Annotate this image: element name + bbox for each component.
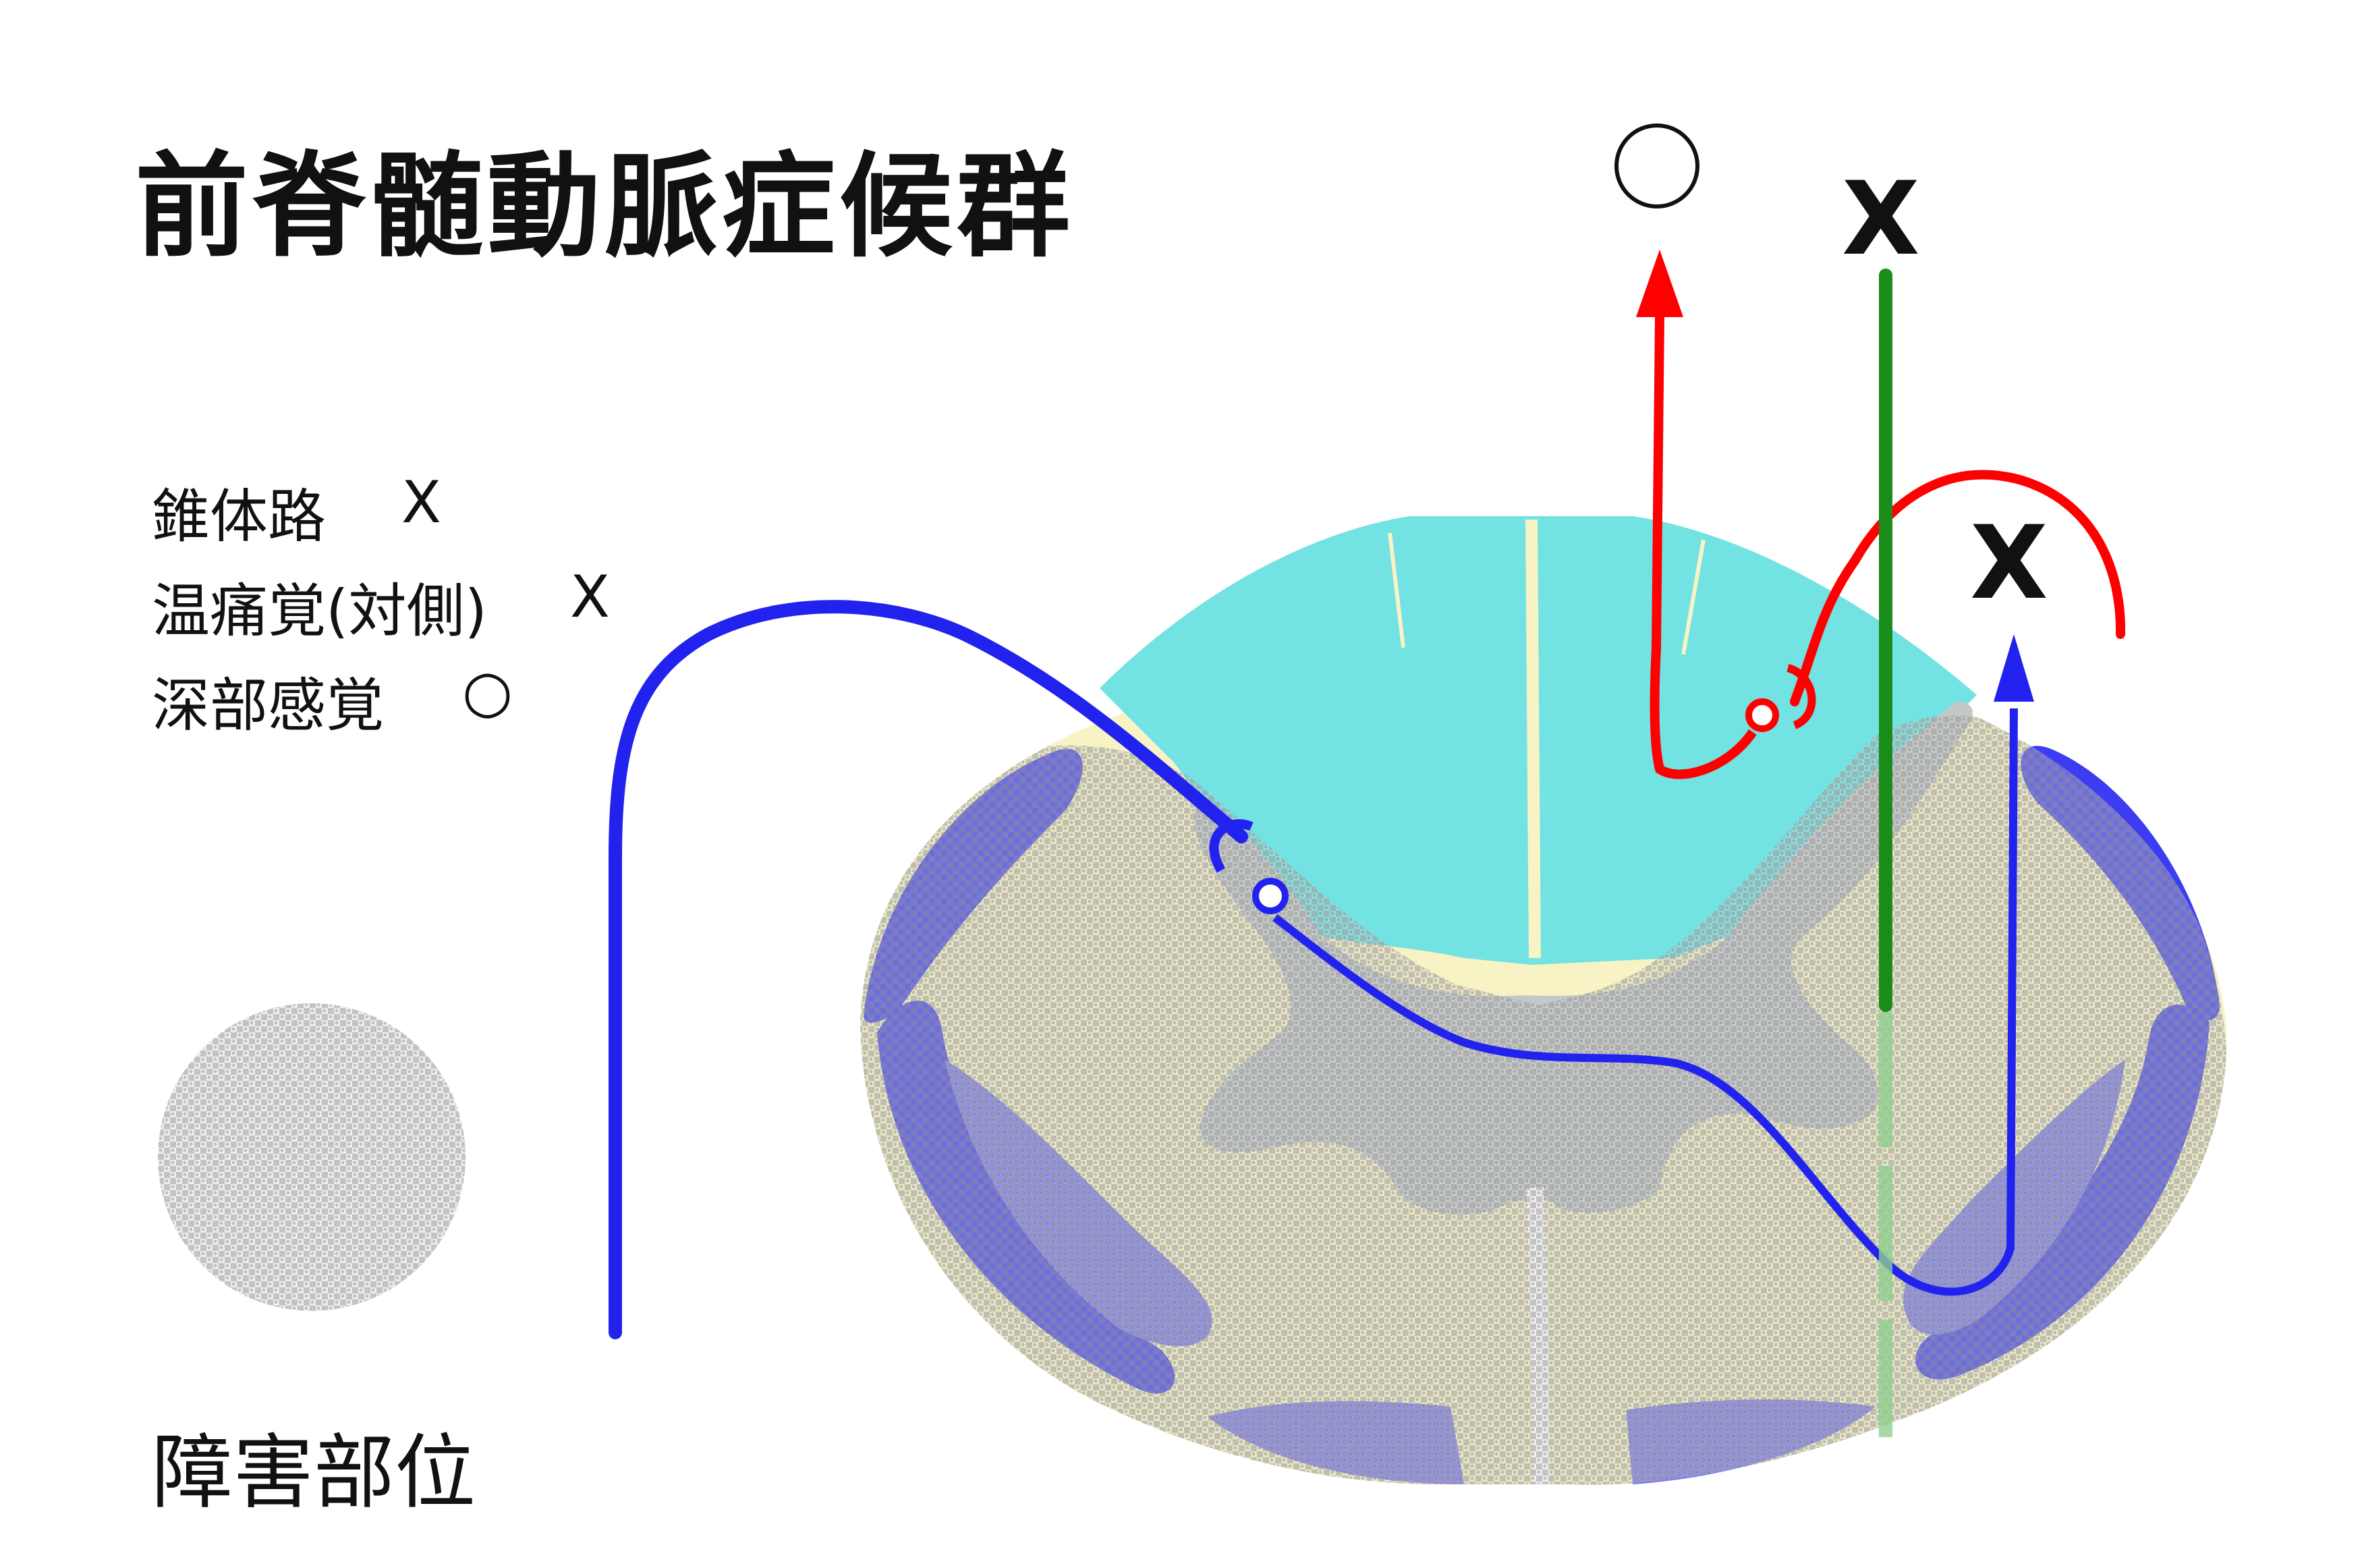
legend-row-pyramidal: 錐体路 X <box>152 469 441 553</box>
dorsal-fasciculus-divider-left <box>1388 532 1405 648</box>
legend-label: 温痛覚(対側) <box>152 578 488 645</box>
legend-mark: X <box>401 469 441 536</box>
posterior-median-notch <box>1504 965 1572 985</box>
lesion-label: 障害部位 <box>152 1426 476 1520</box>
deep-neuron-icon <box>1745 698 1779 732</box>
posterior-septum <box>1525 519 1541 959</box>
deep-arrow-icon <box>1636 250 1683 317</box>
pain-afferent-fiber <box>609 600 1248 1339</box>
pain-crossing-fiber <box>1272 708 2018 1296</box>
pain-synapse-icon <box>1209 819 1254 873</box>
legend-row-pain-temperature: 温痛覚(対側) X <box>152 563 610 648</box>
pyramidal-result-mark: X <box>1842 161 1920 278</box>
lesion-legend-swatch <box>158 1003 466 1311</box>
legend-mark: ○ <box>462 658 513 725</box>
pain-temperature-result-mark: X <box>1970 505 2048 622</box>
pain-neuron-icon <box>1252 878 1289 914</box>
legend-row-deep-sensation: 深部感覚 ○ <box>152 658 513 742</box>
deep-sensation-result-icon <box>1614 123 1699 208</box>
page-title: 前脊髄動脈症候群 <box>135 140 1074 273</box>
deep-synapse-icon <box>1786 664 1816 729</box>
pain-arrow-icon <box>1994 634 2034 702</box>
dorsal-fasciculus-divider-right <box>1681 539 1706 655</box>
legend-label: 錐体路 <box>152 483 326 551</box>
deep-sensation-pathway <box>1636 250 2126 779</box>
deep-ascending-fiber <box>1650 316 1757 779</box>
legend-mark: X <box>570 563 610 631</box>
deep-afferent-fiber <box>1790 470 2126 706</box>
legend-label: 深部感覚 <box>152 672 384 739</box>
pain-temperature-pathway <box>609 600 2034 1339</box>
